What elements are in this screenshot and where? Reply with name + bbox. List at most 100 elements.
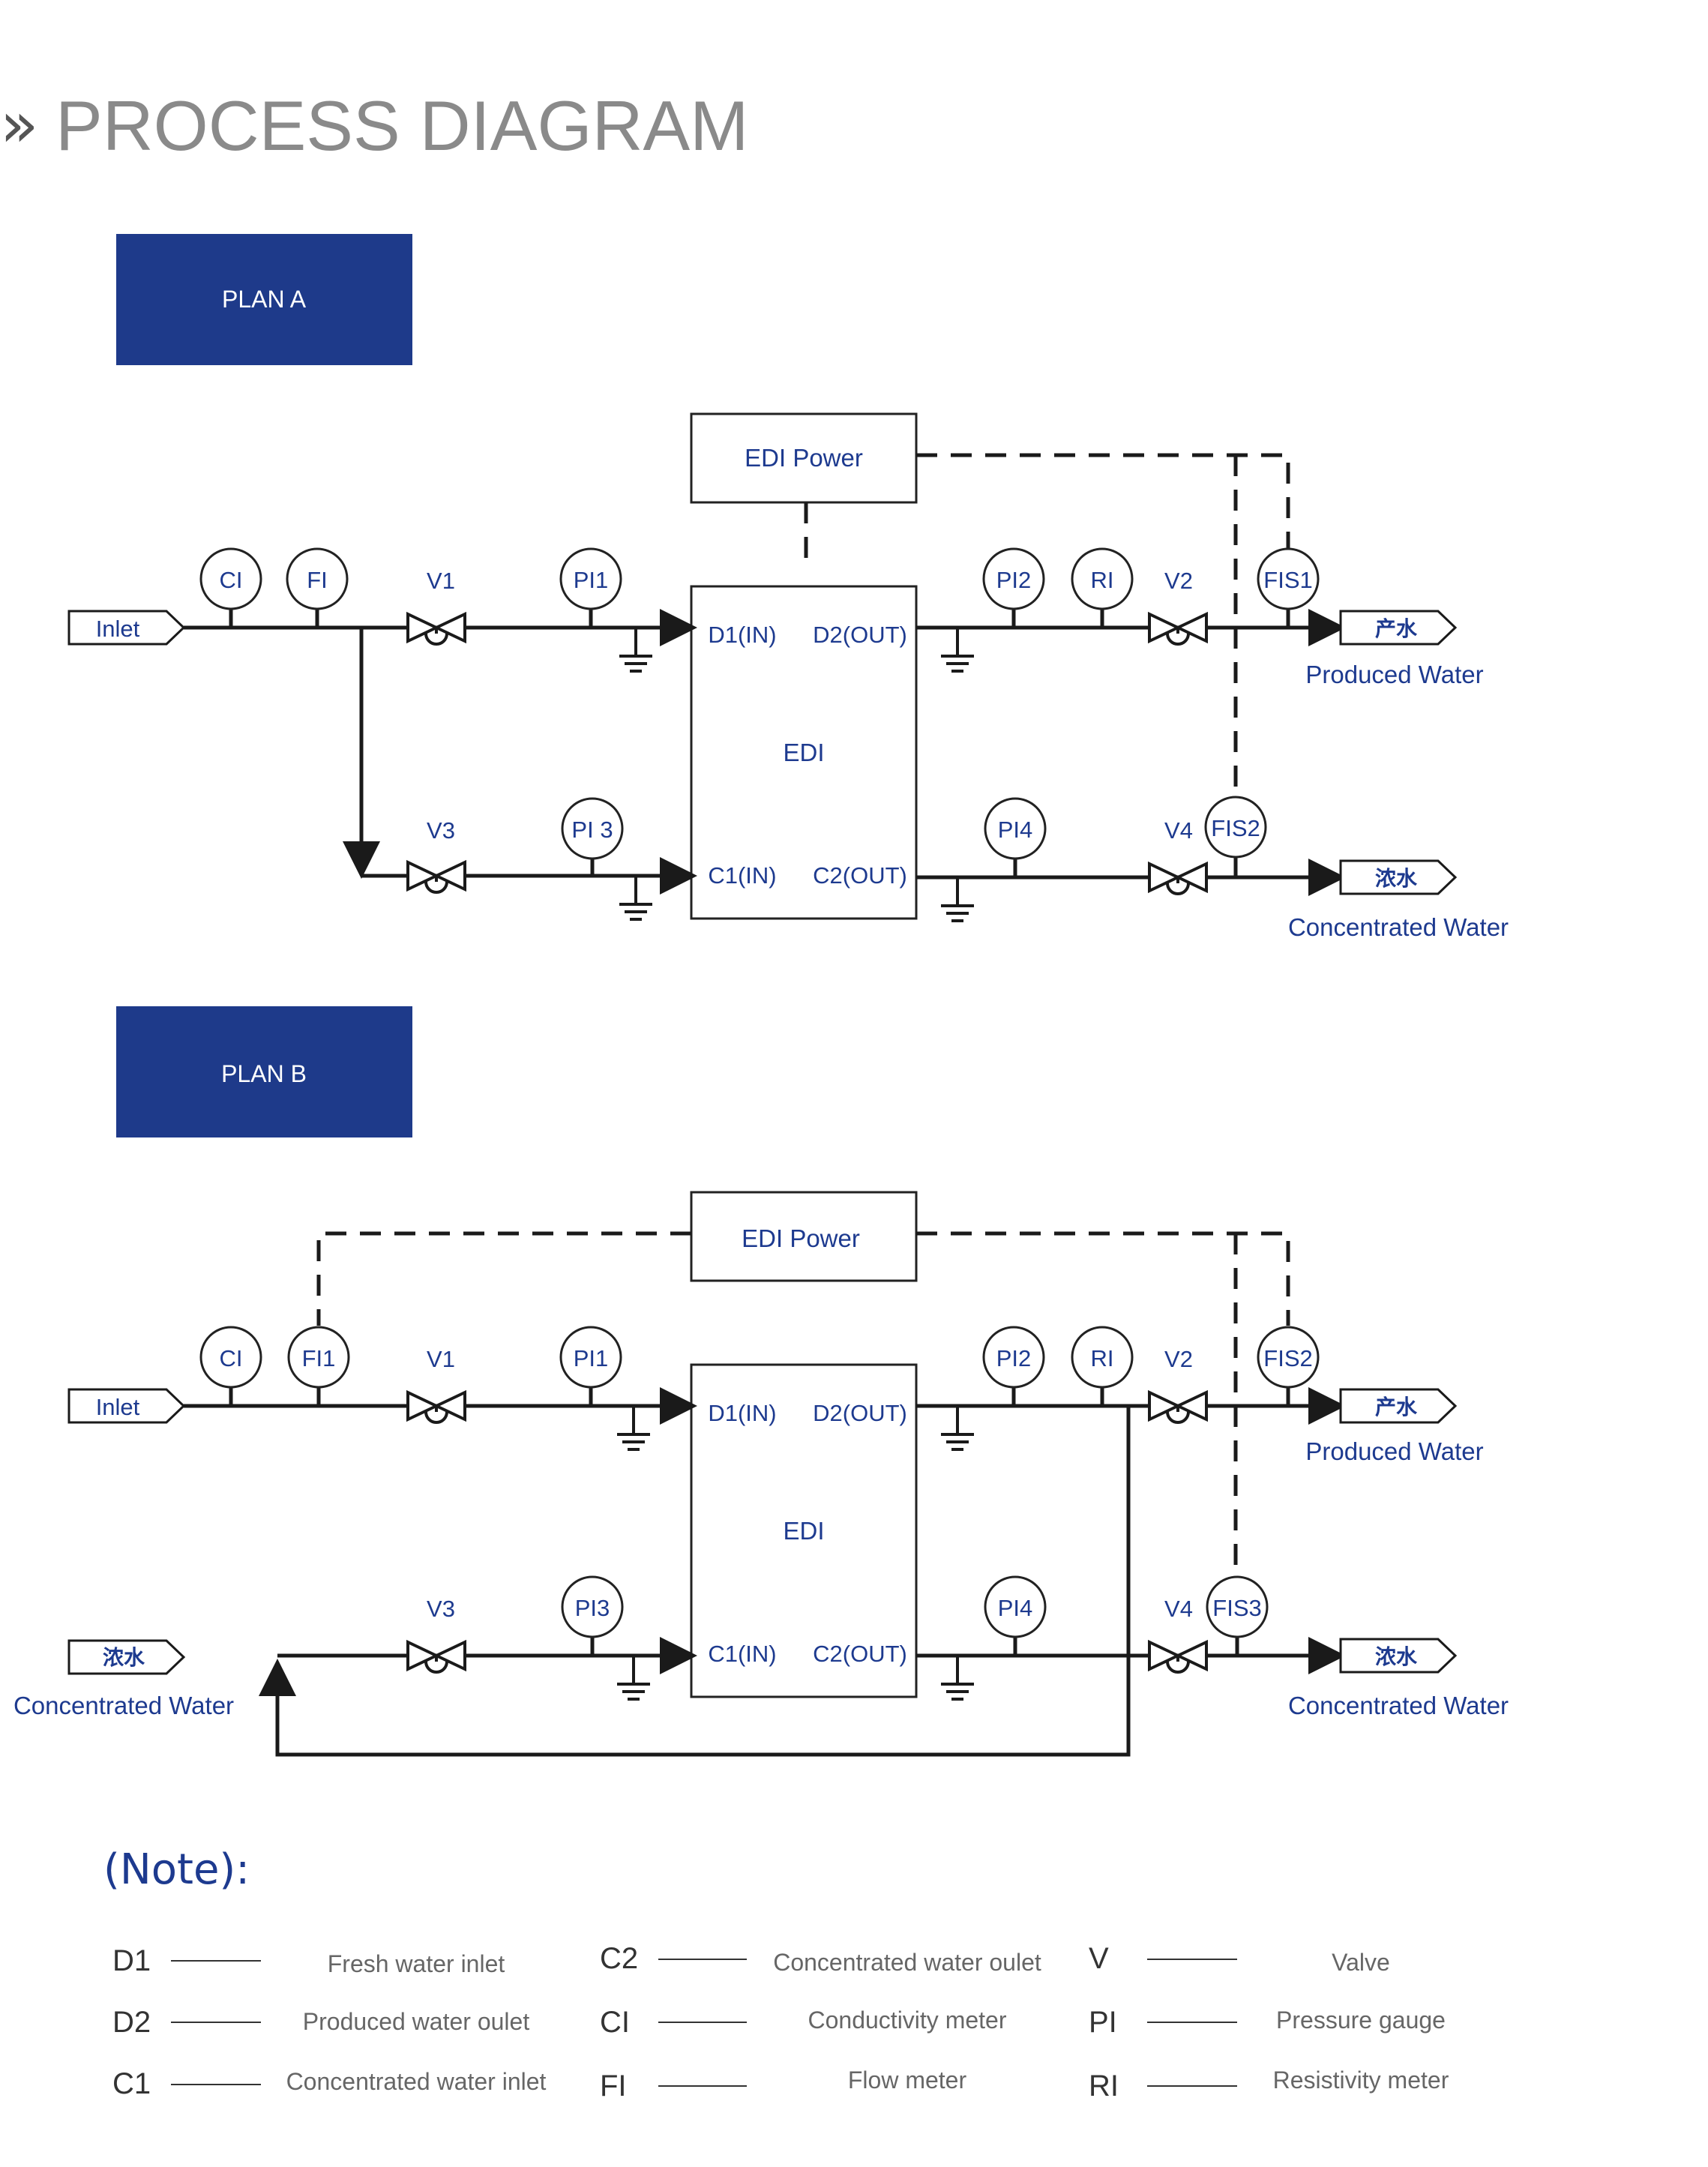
port-d1-label: D1(IN) (708, 622, 776, 648)
edi-power-box (690, 1191, 918, 1282)
port-d2-label: D2(OUT) (813, 1400, 907, 1426)
edi-unit-label: EDI (783, 1517, 824, 1545)
valve-icon (406, 1641, 466, 1674)
fis1-instrument: FIS1 (1257, 547, 1320, 628)
plan-a-badge (116, 234, 412, 365)
fi-label: FI (307, 567, 328, 593)
plan-b-title: PLAN B (221, 1060, 307, 1087)
fi1-label: FI1 (302, 1345, 336, 1371)
valve-icon (1148, 862, 1208, 895)
inlet-tag (67, 1388, 186, 1424)
pi1-instrument: PI1 (559, 1326, 622, 1406)
note-abbr: D1 (112, 1944, 151, 1977)
power-signal-line (316, 1231, 691, 1326)
v2-label: V2 (1164, 568, 1193, 594)
note-definition: Pressure gauge (1276, 2007, 1446, 2034)
v3-label: V3 (427, 1596, 455, 1622)
note-definition: Fresh water inlet (328, 1950, 505, 1977)
pi3-instrument: PI3 (561, 1575, 624, 1656)
concentrated-water-tag-label: 浓水 (1375, 866, 1418, 891)
pi4-label: PI4 (998, 1595, 1033, 1621)
fis2-label: FIS2 (1263, 1345, 1312, 1371)
inlet-label: Inlet (96, 616, 140, 642)
fis2-instrument: FIS2 (1257, 1326, 1320, 1406)
recirculation-pipe (259, 1406, 1131, 1757)
port-c1-label: C1(IN) (708, 862, 776, 889)
fis1-label: FIS1 (1263, 567, 1312, 593)
valve-icon (1148, 1641, 1208, 1674)
note-definition: Produced water oulet (303, 2008, 530, 2035)
fi-instrument: FI (286, 547, 349, 628)
port-c2-label: C2(OUT) (813, 1641, 907, 1667)
port-c1-label: C1(IN) (708, 1641, 776, 1667)
port-c2-label: C2(OUT) (813, 862, 907, 889)
valve-icon (406, 613, 466, 646)
note-abbr: D2 (112, 2006, 151, 2039)
fis2-instrument: FIS2 (1204, 796, 1267, 877)
note-abbr: C1 (112, 2067, 151, 2100)
ground-icon (618, 874, 654, 921)
note-title: (Note): (103, 1845, 250, 1894)
v4-label: V4 (1164, 817, 1193, 844)
ground-icon (939, 1404, 975, 1451)
pi2-instrument: PI2 (982, 1326, 1045, 1406)
power-signal-line (916, 1231, 1290, 1326)
fis2-label: FIS2 (1211, 815, 1260, 841)
pi1-instrument: PI1 (559, 547, 622, 628)
ci-instrument: CI (199, 547, 262, 628)
ground-icon (939, 876, 975, 922)
concentrated-water-caption: Concentrated Water (1288, 1692, 1509, 1719)
edi-power-box (690, 412, 918, 504)
inlet-label: Inlet (96, 1394, 140, 1420)
produced-water-caption: Produced Water (1305, 661, 1483, 688)
fi1-instrument: FI1 (287, 1326, 350, 1406)
ci-label: CI (220, 1345, 243, 1371)
ri-instrument: RI (1071, 1326, 1134, 1406)
edi-power-label: EDI Power (742, 1224, 860, 1252)
note-definition: Valve (1332, 1949, 1390, 1976)
pi1-label: PI1 (574, 567, 609, 593)
ground-icon (616, 1404, 652, 1451)
produced-water-tag (1339, 1388, 1458, 1424)
concentrated-water-tag-label: 浓水 (1375, 1644, 1418, 1669)
note-definition: Conductivity meter (808, 2007, 1007, 2034)
left-concentrated-water-tag (67, 1639, 186, 1675)
valve-icon (1148, 1391, 1208, 1424)
pi3-label: PI 3 (571, 817, 613, 843)
pi4-instrument: PI4 (984, 1575, 1047, 1656)
ri-instrument: RI (1071, 547, 1134, 628)
pi4-label: PI4 (998, 817, 1033, 843)
heading-chevron-icon: » (0, 88, 38, 161)
note-abbr: CI (600, 2006, 630, 2039)
pi3-instrument: PI 3 (561, 797, 624, 876)
left-concentrated-water-tag-label: 浓水 (103, 1645, 145, 1670)
fis3-instrument: FIS3 (1206, 1575, 1269, 1656)
v4-label: V4 (1164, 1596, 1193, 1622)
pi1-label: PI1 (574, 1345, 609, 1371)
v2-label: V2 (1164, 1346, 1193, 1372)
fis3-label: FIS3 (1212, 1595, 1261, 1621)
left-concentrated-water-caption: Concentrated Water (13, 1692, 234, 1719)
power-signal-line (916, 453, 1290, 560)
valve-icon (406, 861, 466, 894)
ground-icon (939, 626, 975, 673)
v1-label: V1 (427, 568, 455, 594)
note-section: (Note): D1 Fresh water inlet D2 Produced… (103, 1845, 1449, 2103)
pi3-label: PI3 (575, 1595, 610, 1621)
port-d2-label: D2(OUT) (813, 622, 907, 648)
concentrated-water-tag (1339, 859, 1458, 895)
produced-water-tag (1339, 610, 1458, 646)
note-definition: Resistivity meter (1273, 2067, 1449, 2094)
produced-water-caption: Produced Water (1305, 1437, 1483, 1465)
ci-instrument: CI (199, 1326, 262, 1406)
note-abbr: PI (1089, 2006, 1117, 2039)
note-abbr: FI (600, 2070, 627, 2103)
ground-icon (618, 626, 654, 673)
produced-water-tag-label: 产水 (1375, 616, 1418, 641)
ground-icon (939, 1654, 975, 1701)
note-abbr: C2 (600, 1942, 638, 1975)
pi4-instrument: PI4 (984, 797, 1047, 877)
pi2-label: PI2 (996, 1345, 1032, 1371)
plan-a-title: PLAN A (222, 286, 307, 313)
